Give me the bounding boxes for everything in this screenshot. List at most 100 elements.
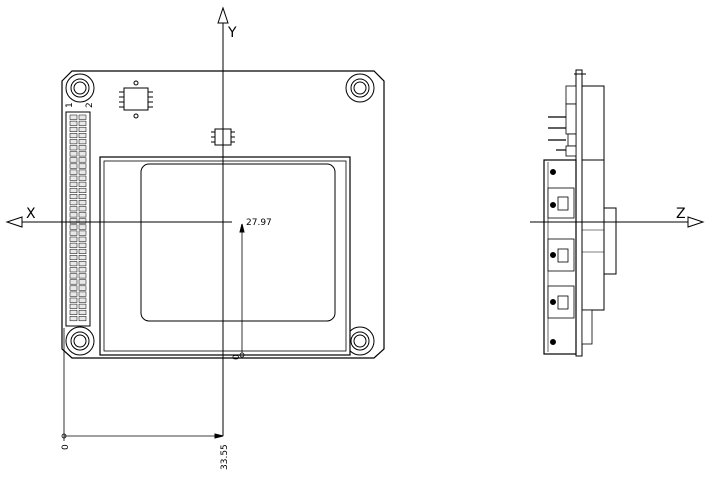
mounting-hole-bottom-left [65, 326, 95, 356]
header-pin [69, 139, 78, 145]
dimension-x-zero: 0 [61, 444, 71, 450]
mounting-hole-top-left [65, 73, 95, 103]
header-pin [78, 212, 87, 218]
header-pin [69, 303, 78, 309]
header-pin [78, 175, 87, 181]
header-pin [69, 236, 78, 242]
header-pin [69, 224, 78, 230]
header-pin [69, 120, 78, 126]
sensor-window [140, 163, 336, 322]
header-pin [69, 200, 78, 206]
header-pin [69, 279, 78, 285]
side-top-connector [581, 85, 605, 161]
y-axis-arrow [217, 6, 229, 24]
header-pin [69, 194, 78, 200]
header-pin [78, 145, 87, 151]
header-pin [69, 309, 78, 315]
y-axis [217, 6, 229, 436]
header-pin [78, 206, 87, 212]
dimension-27-97: 27.97 [246, 218, 272, 228]
x-axis [5, 216, 232, 228]
x-axis-label: X [26, 206, 36, 222]
side-pcb [575, 69, 583, 357]
header-pin [78, 133, 87, 139]
header-pin [78, 316, 87, 322]
side-view [543, 69, 617, 357]
header-pin [69, 151, 78, 157]
header-pin [78, 218, 87, 224]
header-pin [78, 309, 87, 315]
header-pin [78, 291, 87, 297]
header-pin [69, 242, 78, 248]
header-pin [78, 297, 87, 303]
header-pin [78, 114, 87, 120]
header-pin [69, 175, 78, 181]
header-pin [78, 279, 87, 285]
header-pin [78, 194, 87, 200]
header-pin [69, 261, 78, 267]
header-pin [78, 181, 87, 187]
z-axis [530, 216, 705, 228]
header-pin [78, 255, 87, 261]
sensor-housing [99, 156, 351, 356]
side-rear-body [581, 159, 605, 311]
header-pin [78, 187, 87, 193]
pin-header [65, 111, 91, 327]
header-pin [69, 285, 78, 291]
header-pin [78, 248, 87, 254]
header-pin [69, 157, 78, 163]
header-pin [78, 230, 87, 236]
header-pin [69, 212, 78, 218]
mounting-hole-top-right [345, 73, 375, 103]
dimension-y-zero: 0 [232, 354, 242, 360]
header-pin [69, 169, 78, 175]
header-pin [69, 133, 78, 139]
header-pin [69, 273, 78, 279]
header-pin [69, 291, 78, 297]
header-pin [78, 303, 87, 309]
header-pin [78, 126, 87, 132]
header-pin [78, 169, 87, 175]
header-pin [78, 157, 87, 163]
header-pin [69, 114, 78, 120]
header-pin [69, 187, 78, 193]
z-axis-label: Z [676, 206, 686, 222]
header-pin [78, 267, 87, 273]
header-pin [78, 273, 87, 279]
header-pin [78, 261, 87, 267]
header-pin [78, 236, 87, 242]
vertical-dimension-line [239, 223, 245, 358]
z-axis-arrow [687, 216, 705, 228]
header-pin [69, 267, 78, 273]
header-pin [69, 218, 78, 224]
header-pin [69, 255, 78, 261]
pin-2-label: 2 [85, 102, 95, 108]
header-pin [78, 242, 87, 248]
header-pin [78, 200, 87, 206]
header-pin [78, 139, 87, 145]
header-pin [78, 163, 87, 169]
header-pin [69, 248, 78, 254]
header-pin [69, 230, 78, 236]
header-pin [69, 126, 78, 132]
header-pin [69, 145, 78, 151]
soic-chip [119, 80, 153, 119]
header-pin [78, 151, 87, 157]
header-pin [69, 181, 78, 187]
header-pin [69, 206, 78, 212]
pin-1-label: 1 [65, 102, 75, 108]
dimension-33-55: 33.55 [220, 444, 230, 470]
header-pin [69, 297, 78, 303]
y-axis-label: Y [227, 25, 237, 41]
header-pins [69, 114, 87, 322]
header-pin [78, 120, 87, 126]
header-pin [69, 316, 78, 322]
header-pin [78, 224, 87, 230]
header-pin [69, 163, 78, 169]
header-pin [78, 285, 87, 291]
side-clips [547, 169, 575, 345]
sensor-housing-inner [103, 160, 347, 352]
x-axis-arrow [5, 216, 23, 228]
horizontal-dimension [61, 328, 224, 441]
